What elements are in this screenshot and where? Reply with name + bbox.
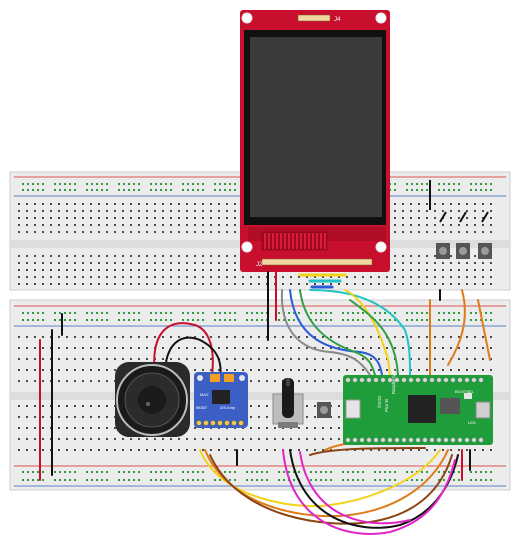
- pico-label-model: Pico W: [384, 399, 389, 412]
- brown-wire: [209, 454, 453, 525]
- green-wire: [349, 299, 399, 376]
- pico-label-brand: Raspberry Pi: [391, 370, 396, 394]
- j2-label: J2: [256, 262, 263, 268]
- display-ribbon: [264, 233, 326, 249]
- raspberry-pi-pico-w: Raspberry Pi Pico W ©2022 BOOTSEL LED: [343, 370, 493, 445]
- i2s-amplifier-board: MAX 98357 I2S Amp: [194, 372, 248, 428]
- black-wire: [459, 211, 467, 223]
- amp-text-max: MAX: [200, 392, 209, 397]
- red-wire: [153, 322, 214, 376]
- potentiometer: [272, 378, 304, 428]
- pico-label-led: LED: [468, 420, 476, 425]
- brown-wire: [309, 447, 426, 456]
- usb-connector: [475, 401, 491, 419]
- amp-chip: [212, 390, 230, 404]
- header-j2: [261, 258, 373, 266]
- yellow-wire: [344, 289, 391, 376]
- orange-wire: [477, 299, 491, 361]
- amp-pin-row: [196, 420, 244, 426]
- screen: [250, 37, 382, 217]
- bootsel-button: [464, 393, 472, 399]
- speaker: [115, 362, 190, 437]
- j4-label: J4: [334, 17, 341, 23]
- pico-label-year: ©2022: [377, 395, 382, 408]
- pico-pins-bottom: [345, 437, 484, 443]
- header-j4: [297, 14, 331, 22]
- gray-wire: [280, 289, 371, 376]
- magenta-wire: [299, 451, 411, 525]
- tft-display: J4 J2: [240, 10, 390, 272]
- push-button-3: [478, 243, 492, 259]
- push-button-4: [317, 402, 331, 418]
- black-wire: [439, 211, 447, 223]
- black-wire: [481, 211, 489, 223]
- pico-pins-top: [345, 377, 484, 383]
- orange-wire: [447, 289, 466, 366]
- amp-text-model: 98357: [196, 405, 208, 410]
- amp-text-title: I2S Amp: [220, 405, 236, 410]
- wifi-chip: [440, 398, 460, 414]
- black-wire: [164, 336, 222, 379]
- cyan-wire: [309, 289, 411, 376]
- pico-label-bootsel: BOOTSEL: [455, 389, 475, 394]
- magenta-wire: [282, 449, 456, 535]
- green-wire: [299, 289, 376, 376]
- rp2040-chip: [408, 395, 436, 423]
- antenna-area: [345, 399, 361, 419]
- push-button-1: [436, 243, 450, 259]
- push-button-2: [456, 243, 470, 259]
